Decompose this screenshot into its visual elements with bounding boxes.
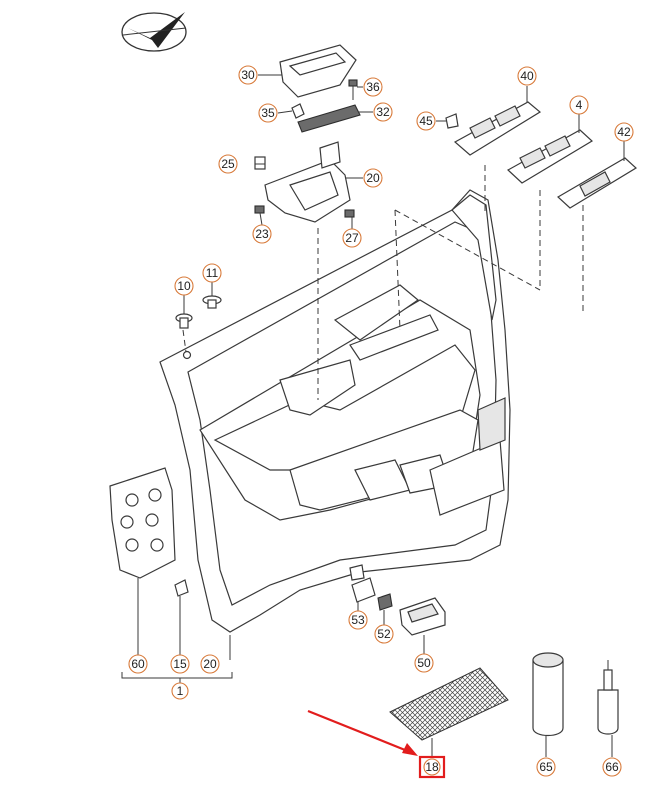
part-15-clip (174, 579, 189, 597)
part-20-bracket (264, 141, 351, 223)
svg-text:60: 60 (131, 657, 145, 671)
part-52-clip (377, 593, 393, 611)
callout-32: 32 (373, 102, 393, 122)
callout-20-lower: 20 (200, 654, 220, 674)
door-trim-panel (159, 189, 511, 633)
svg-text:50: 50 (417, 656, 431, 670)
svg-text:53: 53 (351, 613, 365, 627)
part-32-switch-strip (297, 104, 361, 133)
callout-53: 53 (348, 610, 368, 630)
part-30-handle-cup (279, 44, 357, 98)
callout-18-highlighted: 18 (418, 755, 446, 779)
connection-lines (182, 165, 584, 400)
callout-66: 66 (602, 757, 622, 777)
svg-text:36: 36 (366, 80, 380, 94)
callout-36: 36 (363, 77, 383, 97)
svg-text:18: 18 (425, 760, 439, 774)
part-18-mesh-sheet (389, 667, 509, 741)
part-50-light-housing (399, 597, 446, 636)
highlight-box (418, 755, 446, 779)
svg-text:1: 1 (177, 684, 184, 698)
svg-text:27: 27 (345, 231, 359, 245)
part-40-window-switch (453, 101, 542, 156)
part-10-clip (175, 313, 193, 329)
part-66-adhesive-bottle (597, 660, 619, 735)
part-27-screw (344, 209, 355, 230)
callout-40: 40 (517, 66, 537, 86)
callout-23: 23 (252, 224, 272, 244)
part-36-screw (348, 79, 358, 100)
svg-text:20: 20 (366, 171, 380, 185)
callout-50: 50 (414, 653, 434, 673)
callout-42: 42 (614, 122, 634, 142)
svg-text:52: 52 (377, 627, 391, 641)
part-11-clip (202, 295, 222, 309)
part-53-clip (351, 577, 376, 603)
check-emblem-icon (121, 12, 187, 52)
svg-text:25: 25 (221, 157, 235, 171)
svg-text:35: 35 (261, 106, 275, 120)
callout-1: 1 (171, 682, 189, 700)
callout-30: 30 (238, 65, 258, 85)
callout-15: 15 (170, 654, 190, 674)
svg-text:30: 30 (241, 68, 255, 82)
part-23-screw (254, 205, 265, 226)
part-65-roll (532, 652, 564, 737)
svg-text:15: 15 (173, 657, 187, 671)
svg-text:66: 66 (605, 760, 619, 774)
svg-text:40: 40 (520, 69, 534, 83)
svg-text:23: 23 (255, 227, 269, 241)
callout-20-upper: 20 (363, 168, 383, 188)
svg-text:45: 45 (419, 114, 433, 128)
part-4-window-switch (506, 129, 593, 184)
svg-text:4: 4 (576, 98, 583, 112)
callout-27: 27 (342, 228, 362, 248)
part-45-clip (445, 113, 459, 129)
svg-text:10: 10 (177, 279, 191, 293)
svg-text:42: 42 (617, 125, 631, 139)
callout-4: 4 (569, 95, 589, 115)
callout-65: 65 (536, 757, 556, 777)
part-25-clip (254, 156, 266, 170)
part-35-clip (291, 103, 305, 119)
callout-45: 45 (416, 111, 436, 131)
part-60-insulation-pad (109, 467, 176, 579)
callout-10: 10 (174, 276, 194, 296)
svg-text:20: 20 (203, 657, 217, 671)
callout-11: 11 (202, 263, 222, 283)
callout-52: 52 (374, 624, 394, 644)
svg-text:32: 32 (376, 105, 390, 119)
highlight-arrow (307, 709, 418, 756)
leader-lines (121, 74, 625, 757)
part-42-window-switch (556, 157, 637, 209)
callout-25: 25 (218, 154, 238, 174)
callout-60: 60 (128, 654, 148, 674)
svg-text:11: 11 (206, 266, 219, 280)
callout-35: 35 (258, 103, 278, 123)
svg-text:65: 65 (539, 760, 553, 774)
